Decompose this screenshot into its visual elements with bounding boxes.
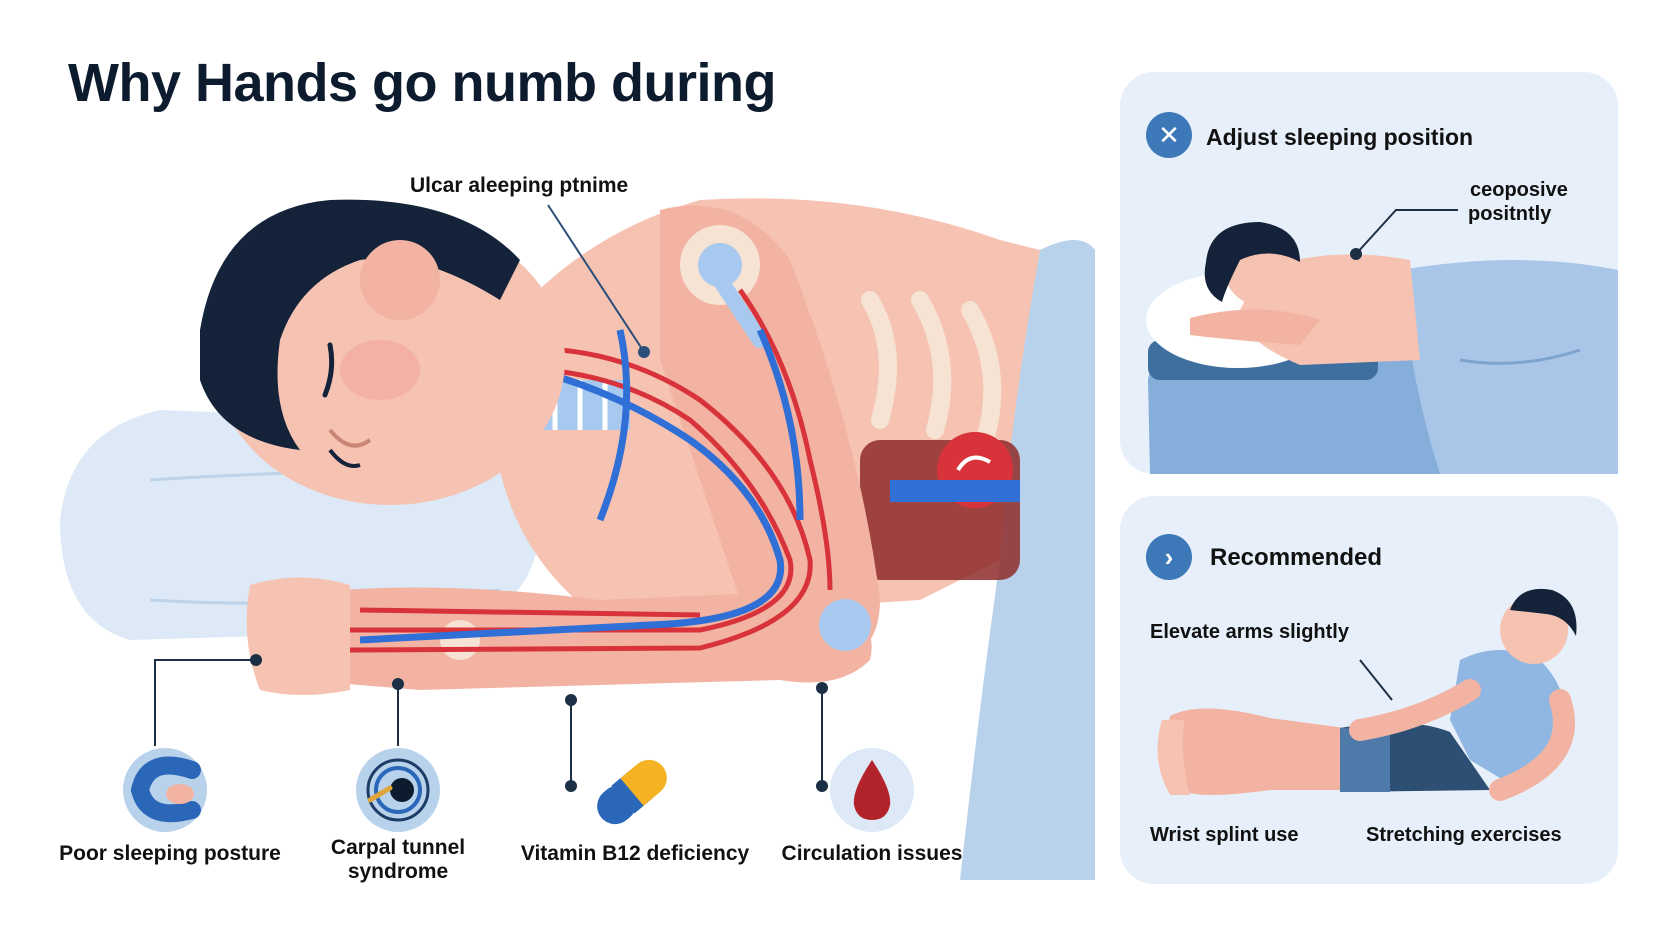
cause-label-carpal: Carpal tunnel syndrome <box>330 836 466 883</box>
closed-eye <box>322 342 335 398</box>
cause-connectors <box>154 659 823 786</box>
callout-line <box>547 204 645 353</box>
cause-label-b12: Vitamin B12 deficiency <box>520 842 750 865</box>
page-title: Why Hands go numb during <box>68 53 776 113</box>
hand <box>246 577 350 695</box>
x-icon: ✕ <box>1146 112 1192 158</box>
forearm <box>259 587 872 690</box>
carpal-tunnel-icon <box>356 748 440 832</box>
diagram-callout-label: Ulcar aleeping ptnime <box>410 174 629 197</box>
ear <box>360 240 440 320</box>
label-elevate-arms: Elevate arms slightly <box>1150 621 1349 643</box>
blood-drop-icon <box>830 748 914 832</box>
hair <box>200 199 520 450</box>
capsule-icon <box>597 759 667 825</box>
label-wrist-splint: Wrist splint use <box>1150 824 1299 846</box>
upper-arm <box>660 205 880 671</box>
arteries <box>349 288 833 653</box>
panel-adjust-callout-line1: ceoposive <box>1470 179 1568 201</box>
cause-label-posture: Poor sleeping posture <box>59 842 281 865</box>
blanket <box>960 240 1095 880</box>
panel-adjust-callout-line2: positntly <box>1468 203 1552 225</box>
label-stretching: Stretching exercises <box>1366 824 1562 846</box>
chevron-right-icon: › <box>1146 534 1192 580</box>
cause-label-circulation: Circulation issues <box>781 842 963 865</box>
hand-pressure-icon <box>123 748 207 832</box>
veins <box>359 328 804 644</box>
panel-recommended-title: Recommended <box>1210 544 1383 571</box>
panel-adjust-title: Adjust sleeping position <box>1206 124 1474 150</box>
